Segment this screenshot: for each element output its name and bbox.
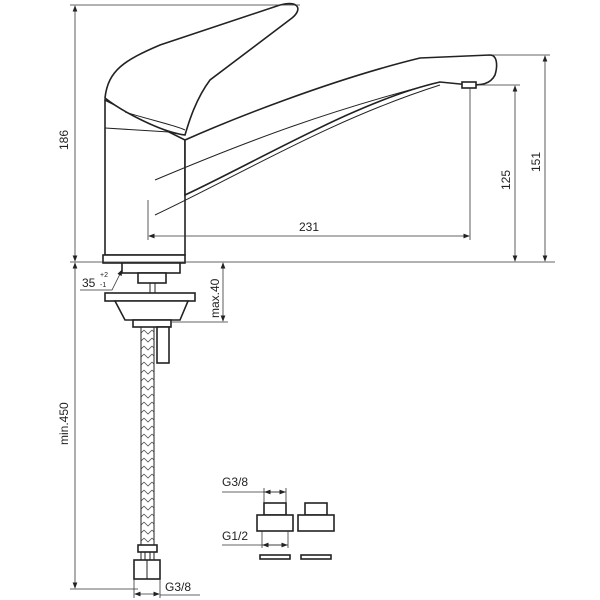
dimension-outlet-height: 125 <box>478 84 520 262</box>
dimension-label: 125 <box>499 170 513 190</box>
dimension-max-deck-thickness: max.40 <box>172 262 228 323</box>
dimension-label: 186 <box>57 130 71 150</box>
dimension-spout-reach: 231 <box>147 88 471 240</box>
dimension-label: min.450 <box>57 402 71 445</box>
dimension-label: 231 <box>299 220 319 234</box>
faucet-lever <box>104 2 299 136</box>
dimension-hole-diameter: 35 +2 -1 <box>80 269 123 291</box>
faucet-spout <box>154 54 498 216</box>
dimension-label: +2 <box>100 272 108 279</box>
dimension-label: G3/8 <box>165 580 191 594</box>
dimension-adapter-outlet-thread: G3/8 <box>222 475 287 503</box>
mounting-assembly <box>104 262 196 328</box>
dimension-label: 151 <box>529 152 543 172</box>
dimension-hose-length: min.450 <box>57 262 138 590</box>
dimension-total-height: 186 <box>57 4 300 262</box>
dimension-hose-thread: G3/8 <box>133 579 200 598</box>
dimension-label: 35 <box>82 276 96 290</box>
dimension-label: max.40 <box>208 278 222 318</box>
dimension-spout-top-height: 151 <box>492 54 550 262</box>
adapter-fitting-2 <box>297 502 335 560</box>
flexible-hose <box>133 326 170 580</box>
dimension-label: -1 <box>100 282 106 289</box>
dimension-adapter-inlet-thread: G1/2 <box>222 529 289 548</box>
dimension-label: G3/8 <box>222 475 248 489</box>
dimension-label: G1/2 <box>222 529 248 543</box>
adapter-fitting-1 <box>256 502 294 560</box>
